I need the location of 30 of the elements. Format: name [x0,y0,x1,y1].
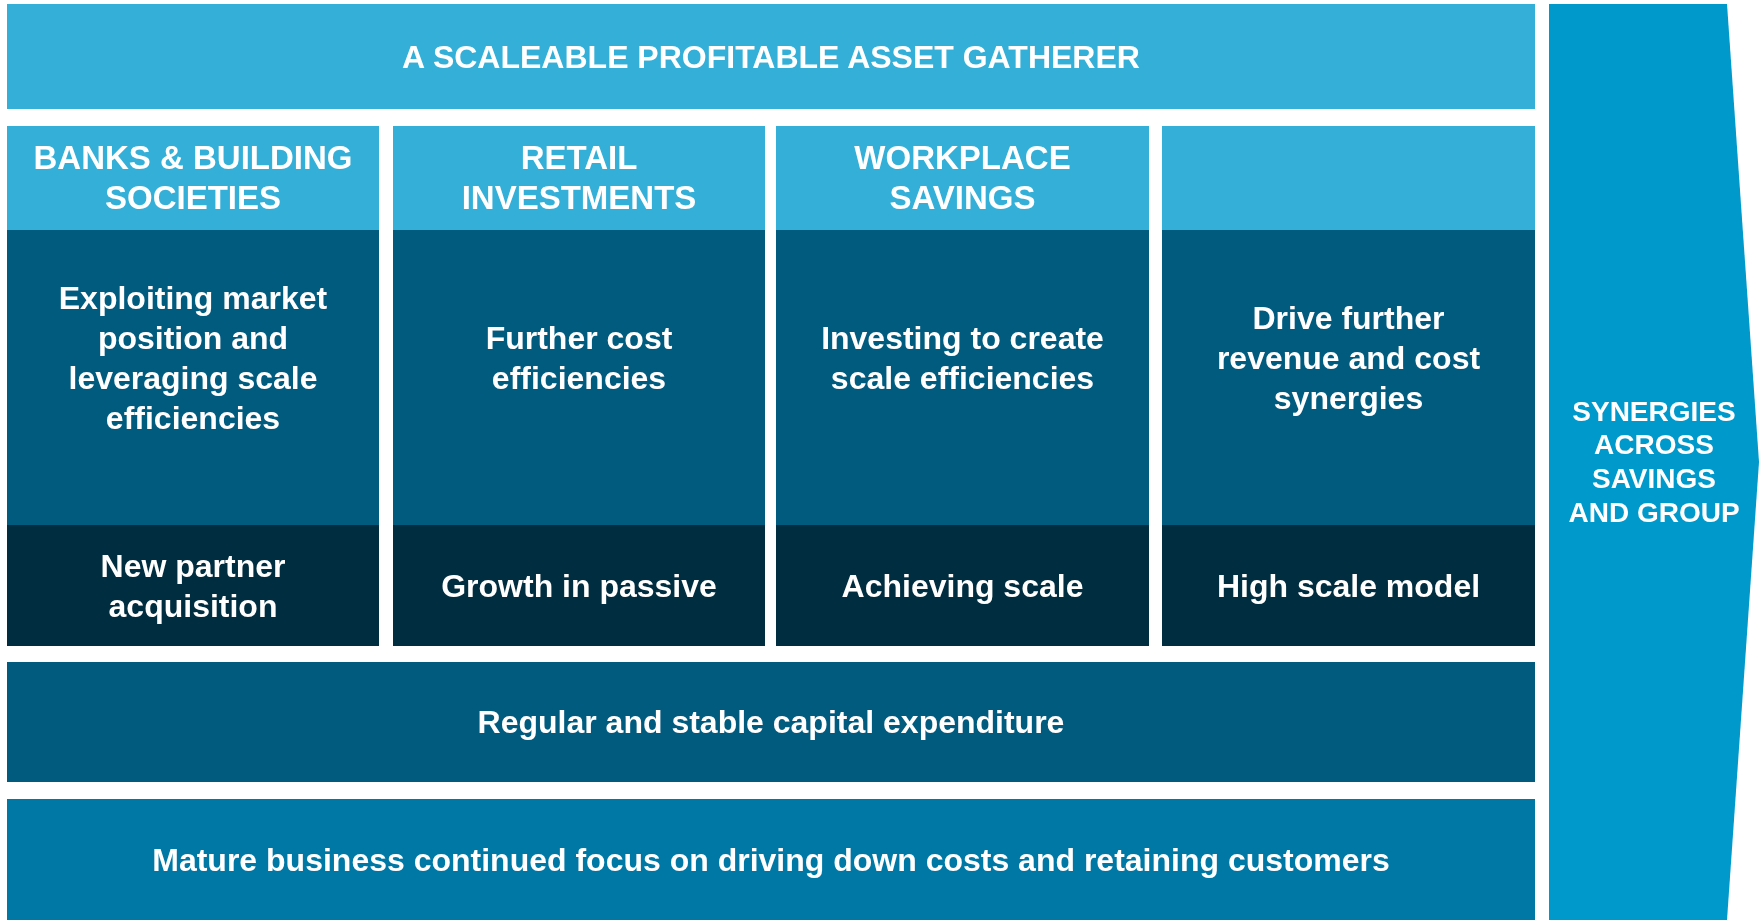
strategy-panel [7,230,379,525]
panel-text: Regular and stable capital expenditure [477,703,1065,742]
focus-panel [393,525,765,646]
mature-business-band [7,799,1535,920]
segment-header [393,126,765,230]
focus-panel [776,525,1149,646]
panel-text: Exploiting market position and leveraging scale efficiencies [57,278,329,438]
panel-text: Mature business continued focus on driving down costs and retaining customers [152,840,1390,880]
focus-panel [7,525,379,646]
panel-text: A SCALEABLE PROFITABLE ASSET GATHERER [402,37,1140,77]
panel-text: Growth in passive [441,566,717,606]
panel-text: BANKS & BUILDING SOCIETIES [32,138,354,218]
panel-text: WORKPLACE SAVINGS [853,138,1072,218]
strategy-panel [776,230,1149,525]
strategy-panel [393,230,765,525]
title-banner [7,4,1535,109]
panel-text: Further cost efficiencies [484,318,674,398]
capex-band [7,662,1535,782]
focus-panel [1162,525,1535,646]
segment-header [776,126,1149,230]
panel-text: Drive further revenue and cost synergies [1215,298,1482,418]
panel-text: High scale model [1216,566,1481,606]
segment-header [1162,126,1535,230]
strategy-panel [1162,230,1535,525]
panel-text: RETAIL INVESTMENTS [460,138,698,218]
panel-text: Investing to create scale efficiencies [820,318,1105,398]
segment-header [7,126,379,230]
panel-text: Achieving scale [841,566,1084,606]
arrow-label: SYNERGIES ACROSS SAVINGS AND GROUP [1567,394,1741,530]
panel-text: New partner acquisition [99,546,287,626]
